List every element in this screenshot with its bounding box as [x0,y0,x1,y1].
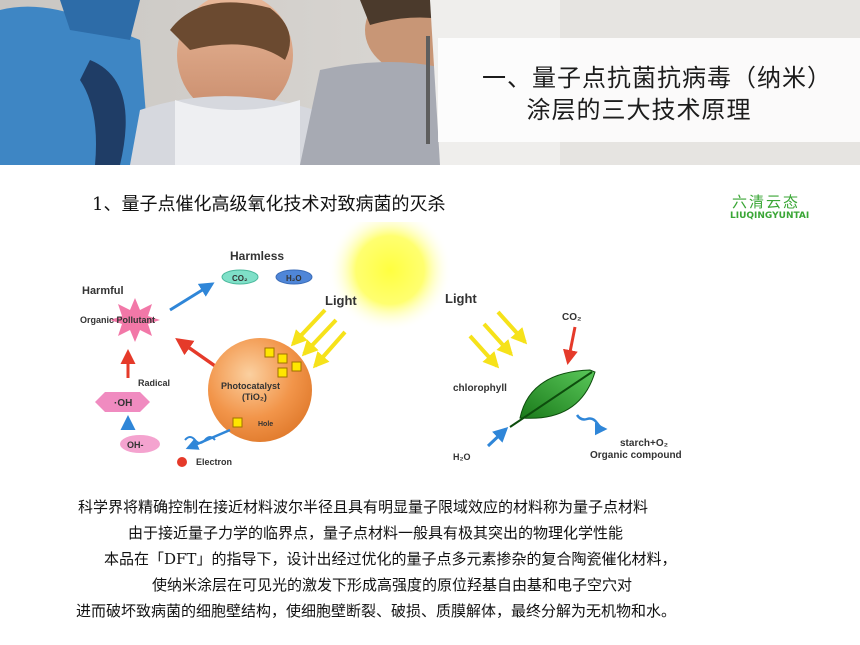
section-subtitle: 1、量子点催化高级氧化技术对致病菌的灭杀 [92,194,446,215]
label-tio2: (TiO₂) [242,392,267,402]
label-harmful: Harmful [82,285,124,297]
arrow-to-harmless [169,282,215,312]
label-co2-right: CO₂ [562,312,581,323]
label-light-right: Light [445,291,477,306]
electron-dot-icon [177,457,187,467]
title-accent-bar [426,36,430,144]
photocatalyst-sphere [208,338,312,442]
squiggle-right-icon [575,414,608,436]
body-line-3: 本品在「DFT」的指导下，设计出经过优化的量子点多元素掺杂的复合陶瓷催化材料， [104,550,677,568]
label-chlorophyll: chlorophyll [453,383,507,394]
title-box: 一、量子点抗菌抗病毒（纳米） 涂层的三大技术原理 [438,38,860,142]
co2-bubble-icon [221,269,259,285]
body-line-5: 进而破坏致病菌的细胞壁结构，使细胞壁断裂、破损、质膜解体，最终分解为无机物和水。 [76,602,677,620]
label-starch: starch+O₂ [620,438,668,449]
label-organic-pollutant: Organic Pollutant [80,315,155,325]
label-radical: Radical [138,378,170,388]
sun-icon [328,208,452,332]
oh-radical-icon [95,392,150,412]
label-h2o-right: H₂O [453,452,471,462]
h2o-bubble-icon [275,269,313,285]
positive-charges-icon [232,347,302,428]
photocatalysis-diagram: Harmless CO₂ H₂O Harmful Organic Polluta… [60,208,800,484]
label-co2: CO₂ [232,274,248,283]
pollutant-star-icon [110,298,160,342]
body-line-1: 科学界将精确控制在接近材料波尔半径且具有明显量子限域效应的材料称为量子点材料 [78,498,649,516]
brand-logo-text: 六清云态 [732,193,801,211]
label-organic-compound: Organic compound [590,450,682,461]
label-electron: Electron [196,457,232,467]
label-photocatalyst: Photocatalyst [221,381,280,391]
arrow-electron [185,428,231,450]
oh-ion-icon [120,435,160,453]
label-harmless: Harmless [230,249,284,263]
page-title-line1: 一、量子点抗菌抗病毒（纳米） [482,64,832,92]
header-banner: 一、量子点抗菌抗病毒（纳米） 涂层的三大技术原理 [0,0,860,165]
arrow-co2-down [562,326,578,365]
light-rays-right [468,310,528,369]
page-title-line2: 涂层的三大技术原理 [526,96,752,124]
label-light-left: Light [325,293,357,308]
leaf-icon [509,369,596,428]
brand-logo-subtext: LIUQINGYUNTAI [730,211,810,221]
label-hole: Hole [258,421,273,428]
squiggle-left-icon [184,436,216,444]
label-h2o: H₂O [286,274,302,283]
label-oh-ion: OH- [127,440,144,450]
light-rays-left [290,308,347,369]
arrow-h2o-in [486,426,509,448]
label-oh-radical: ·OH [114,398,132,409]
body-line-4: 使纳米涂层在可见光的激发下形成高强度的原位羟基自由基和电子空穴对 [152,576,633,594]
body-line-2: 由于接近量子力学的临界点，量子点材料一般具有极其突出的物理化学性能 [128,524,624,542]
